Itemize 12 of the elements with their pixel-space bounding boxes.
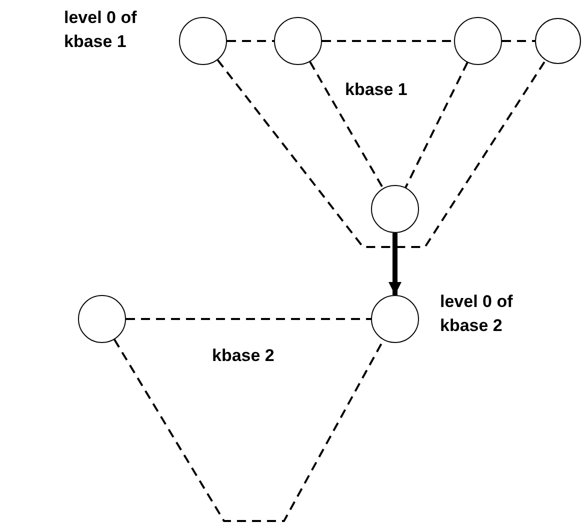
dashed-line — [404, 62, 468, 188]
node-caption: level 0 of kbase 1 — [64, 7, 138, 53]
dashed-line — [227, 40, 274, 42]
region-label: kbase 2 — [212, 345, 274, 367]
dashed-line — [114, 338, 384, 522]
node-caption: level 0 of kbase 2 — [440, 291, 514, 337]
dashed-line — [502, 40, 535, 42]
arrow — [388, 233, 402, 295]
dashed-line — [126, 318, 371, 320]
region-label: kbase 1 — [345, 79, 408, 101]
dashed-line — [216, 59, 546, 248]
dashed-line — [322, 40, 454, 42]
